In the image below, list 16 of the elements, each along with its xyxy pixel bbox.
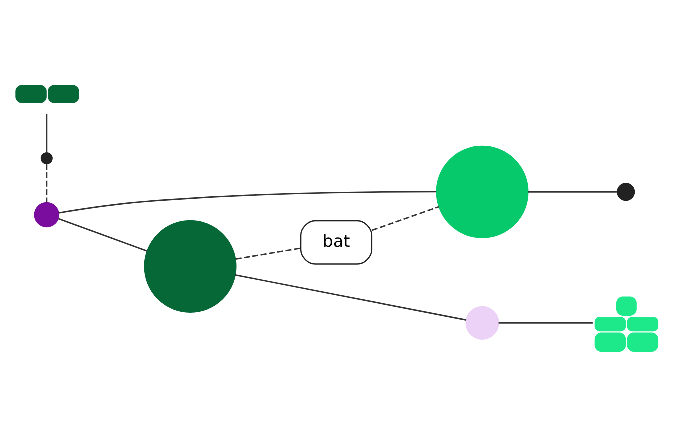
- connector: [46, 164, 48, 202]
- connector: [235, 274, 467, 320]
- node-circle: [34, 202, 60, 228]
- node-circle: [617, 182, 636, 201]
- node-circle: [40, 152, 53, 164]
- connector: [46, 114, 48, 152]
- connector: [236, 247, 302, 260]
- node-circle: [144, 220, 237, 312]
- node-circle: [466, 306, 500, 340]
- connector: [58, 190, 437, 214]
- connector: [372, 206, 440, 231]
- node-box: bat: [300, 220, 373, 264]
- connector: [58, 218, 148, 252]
- connector: [528, 190, 618, 192]
- connector: [498, 322, 593, 324]
- node-circle: [436, 145, 529, 238]
